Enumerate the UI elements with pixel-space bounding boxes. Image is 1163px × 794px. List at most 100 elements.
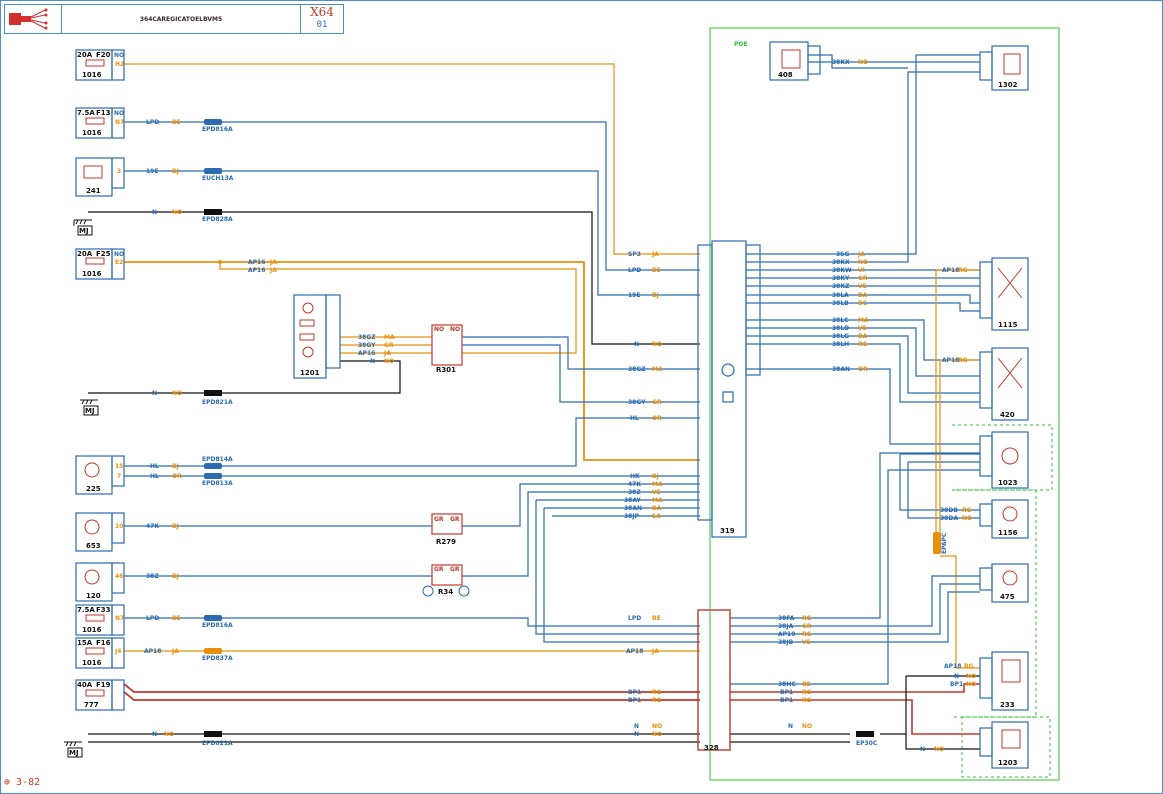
wire-label: VI — [858, 267, 865, 274]
wire-label: AP18 — [942, 267, 959, 274]
wire-label: MA — [858, 317, 869, 324]
wire-label: SA — [652, 513, 661, 520]
wire-label: BE — [172, 615, 181, 622]
wire-label: AP18 — [626, 648, 643, 655]
wire-label: BC — [858, 300, 868, 307]
wire-label: BP1 — [628, 689, 641, 696]
wire-label: N — [634, 731, 639, 738]
wire-label: MA — [652, 497, 663, 504]
wire-label: N7 — [115, 119, 124, 126]
wire-label: 19E — [146, 168, 158, 175]
wire-label: 38HC — [778, 681, 796, 688]
rating-1016c: 20A — [77, 250, 93, 258]
wire-label: EP30C — [856, 740, 878, 747]
wire-label: BE — [802, 681, 811, 688]
wire-label: GR — [384, 342, 394, 349]
wire-label: LPD — [628, 615, 641, 622]
rating-1016a: 20A — [77, 51, 93, 59]
wire-label: H2 — [115, 61, 124, 68]
wire-label: 38AY — [624, 497, 641, 504]
wire-label: BJ — [652, 292, 659, 299]
wire-label: N — [634, 341, 639, 348]
wire-label: NO — [384, 358, 394, 365]
wire-label: MA — [652, 481, 663, 488]
wire-label: 38KW — [832, 267, 852, 274]
wire-label: EPD821A — [202, 740, 233, 747]
wire-label: VE — [858, 325, 867, 332]
wire-label: GR — [802, 623, 812, 630]
comp-1203: 1203 — [998, 759, 1018, 767]
zone-1203 — [961, 716, 1051, 778]
fuse-1016e: F16 — [96, 639, 111, 647]
document-code: X64 01 — [301, 5, 343, 33]
wire-label: BP1 — [780, 689, 793, 696]
wire-label: RG — [802, 631, 812, 638]
wire-label: GR — [652, 399, 662, 406]
wire-label: 46 — [115, 573, 123, 580]
wire-label: EPD837A — [202, 655, 233, 662]
comp-328: 328 — [704, 744, 719, 752]
comp-233: 233 — [1000, 701, 1015, 709]
page-number: ⊕ 3-82 — [4, 777, 41, 788]
connector-logo-icon — [9, 8, 48, 30]
wire-label: BJ — [172, 463, 179, 470]
wire-label: HL — [150, 463, 159, 470]
comp-1016d: 1016 — [82, 626, 102, 634]
connector-r301 — [431, 324, 463, 366]
wire-label: 10 — [115, 523, 123, 530]
comp-653: 653 — [86, 542, 101, 550]
poe-zone — [709, 27, 1060, 781]
wire-label: NO — [934, 746, 944, 753]
wire-label: 38LA — [832, 292, 849, 299]
comp-1016a: 1016 — [82, 71, 102, 79]
wire-label: 3SG — [836, 251, 849, 258]
wire-label: AP16 — [248, 259, 265, 266]
comp-241: 241 — [86, 187, 101, 195]
wire-label: 38LD — [832, 325, 849, 332]
wire-label: GR — [450, 516, 460, 523]
wire-label: NO — [858, 59, 868, 66]
wire-label: BJ — [172, 523, 179, 530]
wire-label: OR — [858, 366, 868, 373]
wire-label: RG — [802, 697, 812, 704]
wire-label: VE — [802, 639, 811, 646]
wire-label: OR — [652, 415, 662, 422]
fuse-777: F19 — [96, 681, 111, 689]
wire-label: GR — [450, 566, 460, 573]
wire-label: 38KY — [832, 275, 850, 282]
rating-777: 40A — [77, 681, 93, 689]
wire-label: N — [152, 390, 157, 397]
wire-label: AP18 — [144, 648, 161, 655]
wire-label: RG — [652, 689, 662, 696]
wire-label: 38KZ — [832, 283, 850, 290]
fuse-1016d: F33 — [96, 606, 111, 614]
doc-code: X64 — [310, 5, 334, 19]
comp-1016c: 1016 — [82, 270, 102, 278]
title-block: 364CAREGICATOELBVM5 X64 01 — [4, 4, 344, 34]
wire-label: VE — [652, 489, 661, 496]
connector-r34 — [431, 564, 463, 586]
wire-label: BA — [652, 505, 662, 512]
wire-label: N — [954, 673, 959, 680]
wire-label: EPD816A — [202, 126, 233, 133]
wire-label: N7 — [115, 615, 124, 622]
wire-label: JA — [857, 251, 865, 258]
wire-label: GR — [858, 275, 868, 282]
wire-label: LPD — [628, 267, 641, 274]
wire-label: AP19 — [778, 631, 795, 638]
wire-label: NO — [966, 673, 976, 680]
ground-mj3: MJ — [69, 749, 79, 757]
poe-label: POE — [734, 41, 748, 48]
wire-label: GR — [434, 516, 444, 523]
wire-label: 38LB — [832, 300, 849, 307]
wire-label: BA — [858, 333, 868, 340]
wire-label: LPD — [146, 615, 159, 622]
wire-label: JA — [651, 648, 659, 655]
comp-120: 120 — [86, 592, 101, 600]
wire-label: 38Z — [146, 573, 159, 580]
wire-label: 38DB — [940, 507, 958, 514]
comp-1201: 1201 — [300, 369, 320, 377]
comp-1115: 1115 — [998, 321, 1018, 329]
page-number-text: 3-82 — [16, 777, 41, 788]
wire-label: 15 — [115, 463, 123, 470]
